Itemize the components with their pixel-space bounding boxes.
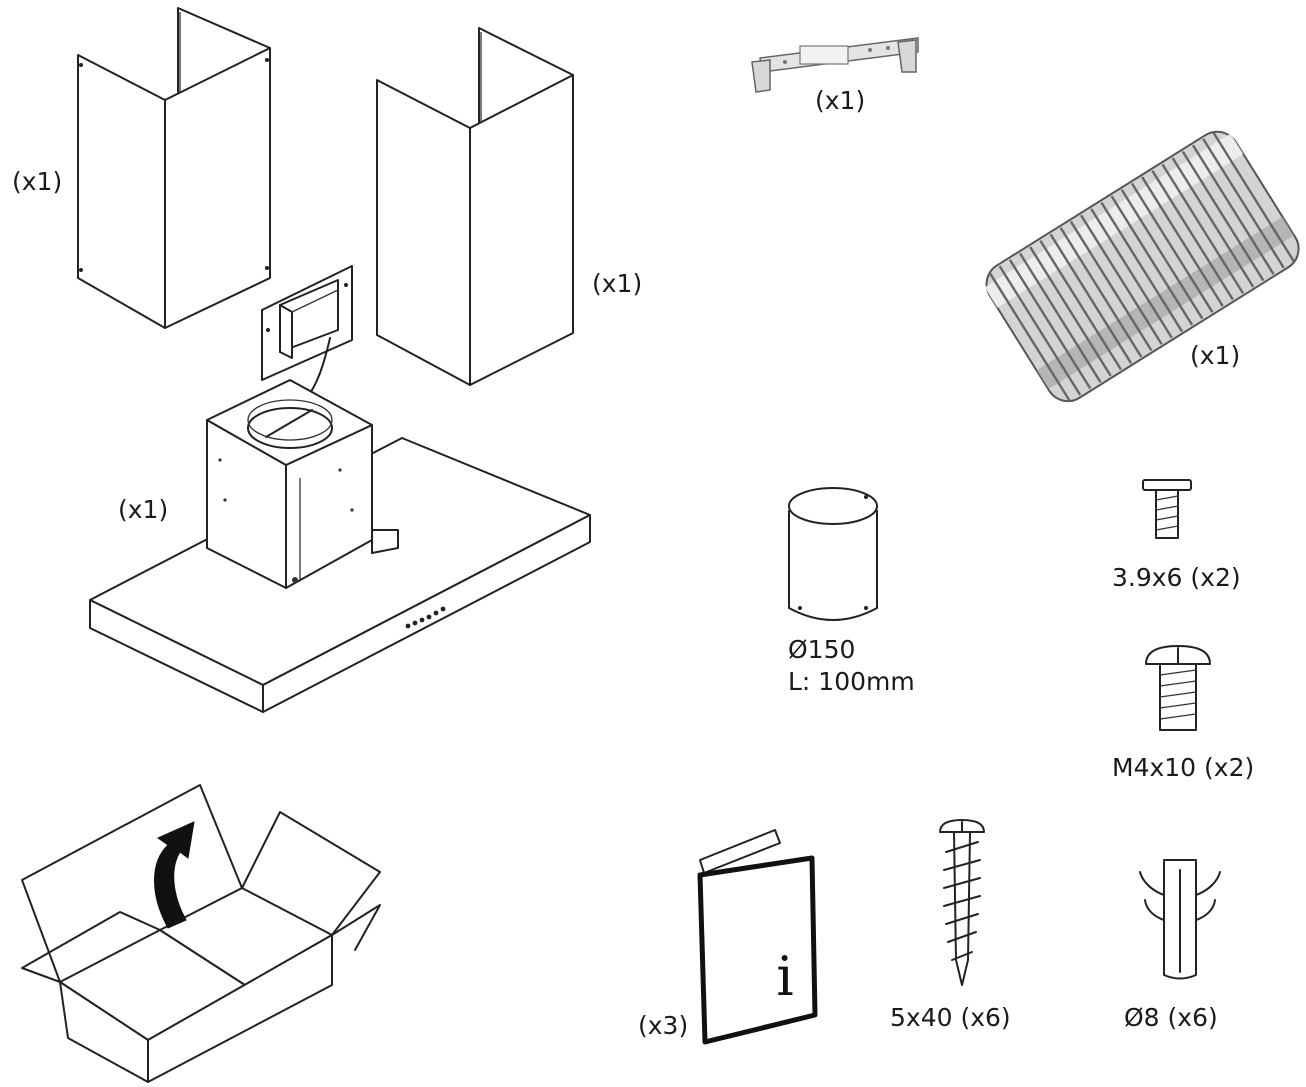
instruction-booklet: i [697,829,818,1045]
adapter-diameter: Ø150 [788,635,856,664]
open-box [21,784,381,1083]
manual-qty: (x3) [638,1011,689,1040]
screw-small [1142,479,1192,539]
screw-m4-label: M4x10 (x2) [1112,753,1255,782]
mounting-bracket [751,37,919,93]
motor-housing [206,379,373,589]
chimney-cover-right [376,27,574,386]
wall-plug [1139,859,1221,980]
screw-small-label: 3.9x6 (x2) [1112,563,1241,592]
chimney-left-qty: (x1) [12,167,63,196]
flex-duct-qty: (x1) [1190,341,1241,370]
hood-canopy [89,437,591,713]
hood-body-qty: (x1) [118,495,169,524]
booklet-info-glyph: i [776,945,793,1008]
adapter-length: L: 100mm [788,667,915,696]
wood-screw-label: 5x40 (x6) [890,1003,1011,1032]
wall-plug-label: Ø8 (x6) [1124,1003,1218,1032]
screw-m4 [1145,645,1211,731]
chimney-right-qty: (x1) [592,269,643,298]
flexible-duct [984,130,1300,403]
bracket-qty: (x1) [815,86,866,115]
wood-screw [939,819,985,986]
duct-adapter-cylinder [788,487,878,621]
chimney-cover-left [77,7,271,329]
hood-control-buttons [405,606,446,629]
control-box-plate [261,265,353,401]
